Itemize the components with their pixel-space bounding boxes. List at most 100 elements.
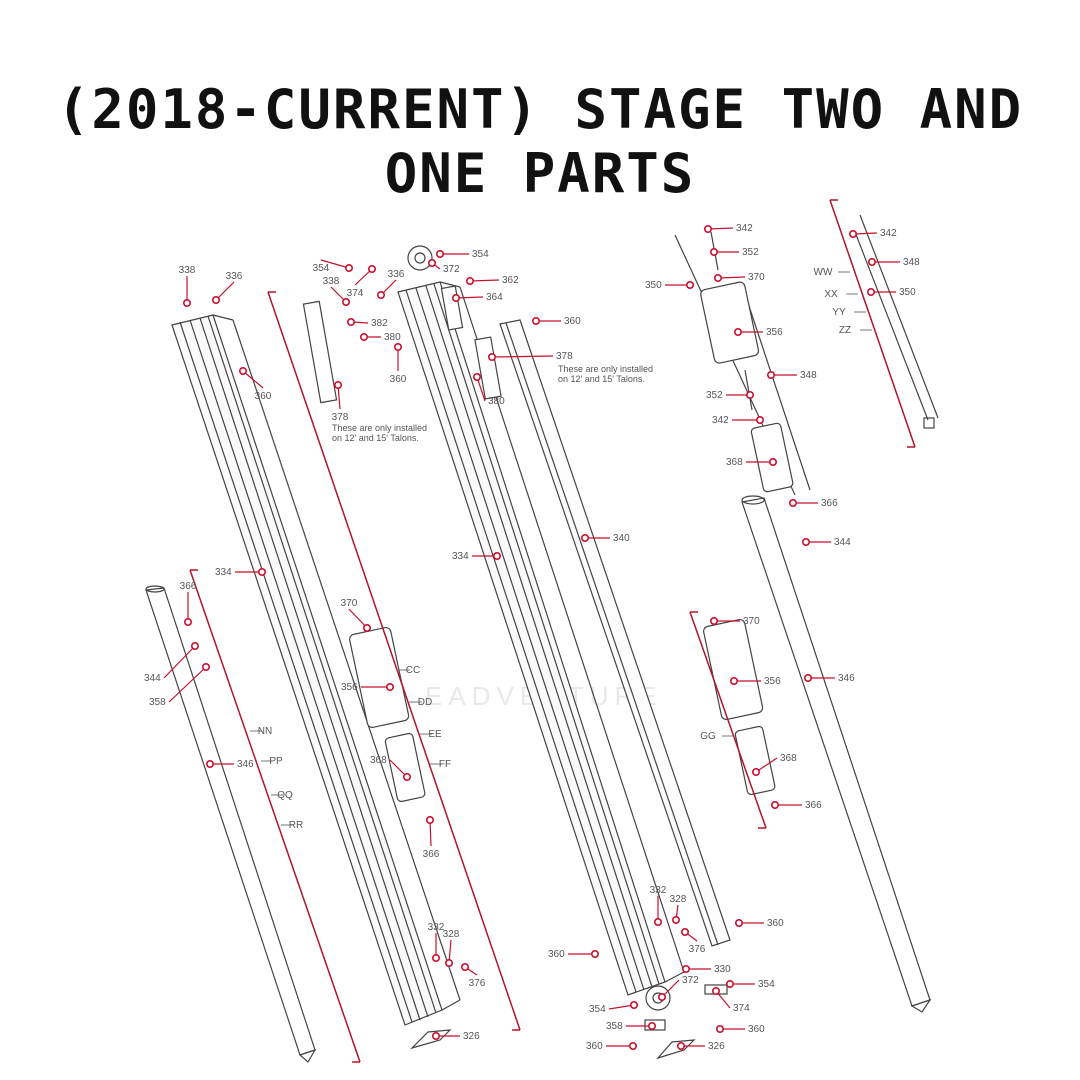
callout-number: 328 (443, 929, 460, 940)
part-callout-344: 344 (801, 537, 851, 548)
part-callout-378: 378 (332, 380, 349, 423)
part-callout-364: 364 (451, 292, 503, 303)
part-callout-336: 336 (212, 271, 243, 304)
part-callout-342: 342 (712, 415, 764, 426)
callout-leader-line (707, 227, 734, 230)
callout-marker-dot (867, 257, 876, 266)
callout-leader-line (348, 608, 368, 629)
callout-number: 354 (472, 249, 489, 260)
callout-number: 360 (548, 949, 565, 960)
part-callout-368: 368 (726, 457, 777, 468)
part-callout-338: 338 (179, 265, 196, 307)
callout-number: 360 (390, 374, 407, 385)
callout-leader-line (242, 370, 264, 389)
callout-marker-dot (647, 1021, 656, 1030)
callout-leader-line (429, 819, 432, 847)
group-label-cc: CC (397, 665, 420, 676)
part-callout-336: 336 (376, 269, 405, 299)
part-callout-330: 330 (681, 964, 731, 975)
callout-number: 382 (371, 318, 388, 329)
callout-marker-dot (709, 616, 718, 625)
callout-number: 354 (589, 1004, 606, 1015)
part-callout-360: 360 (715, 1024, 765, 1035)
callout-number: 364 (486, 292, 503, 303)
callout-leader-line (168, 666, 207, 703)
parts-drawing (145, 214, 939, 1063)
callout-leader-line (476, 376, 486, 402)
callout-number: 348 (903, 257, 920, 268)
callout-marker-dot (725, 979, 734, 988)
callout-number: 368 (780, 753, 797, 764)
part-callout-368: 368 (370, 755, 411, 781)
carriage-left-lower (349, 626, 426, 803)
callout-marker-dot (341, 297, 350, 306)
part-callout-370: 370 (713, 272, 765, 283)
callout-marker-dot (376, 290, 385, 299)
callout-leader-line (455, 296, 484, 299)
callout-number: 346 (237, 759, 254, 770)
callout-marker-dot (713, 273, 722, 282)
callout-marker-dot (472, 372, 481, 381)
tube-left (145, 585, 317, 1063)
callout-marker-dot (766, 370, 775, 379)
callout-marker-dot (803, 673, 812, 682)
callout-marker-dot (685, 280, 694, 289)
callout-number: 376 (689, 944, 706, 955)
callout-marker-dot (671, 915, 680, 924)
callout-leader-line (491, 355, 554, 358)
callout-marker-dot (755, 415, 764, 424)
callout-marker-dot (734, 918, 743, 927)
part-callout-366: 366 (180, 581, 197, 626)
callout-marker-dot (425, 815, 434, 824)
part-callout-356: 356 (341, 682, 394, 693)
part-callout-376: 376 (680, 927, 706, 955)
carriage-right-lower (703, 618, 776, 796)
callout-number: 370 (341, 598, 358, 609)
callout-number: 350 (899, 287, 916, 298)
callout-number: 342 (880, 228, 897, 239)
callout-marker-dot (711, 986, 720, 995)
page-title: (2018-CURRENT) STAGE TWO AND ONE PARTS (0, 78, 1080, 206)
callout-marker-dot (657, 992, 666, 1001)
callout-marker-dot (427, 258, 436, 267)
callout-marker-dot (715, 1025, 724, 1034)
group-letter: FF (439, 759, 451, 770)
callout-marker-dot (393, 342, 402, 351)
callout-number: 336 (388, 269, 405, 280)
callout-marker-dot (729, 676, 738, 685)
callout-marker-dot (703, 225, 712, 234)
group-letter: PP (269, 756, 283, 767)
callout-marker-dot (183, 298, 192, 307)
group-letter: NN (258, 726, 272, 737)
callout-marker-dot (733, 327, 742, 336)
callout-marker-dot (848, 230, 857, 239)
callout-marker-dot (580, 533, 589, 542)
group-letter: EE (428, 729, 442, 740)
group-letter: WW (814, 267, 833, 278)
callout-leader-line (852, 232, 878, 235)
callout-marker-dot (788, 498, 797, 507)
group-label-pp: PP (261, 756, 283, 767)
bracket-left-rail (267, 291, 521, 1031)
part-callout-342: 342 (703, 223, 753, 234)
note-line-1: These are only installed (558, 364, 653, 374)
part-callout-346: 346 (803, 673, 855, 684)
callout-marker-dot (191, 641, 200, 650)
callout-marker-dot (257, 567, 266, 576)
callout-marker-dot (346, 317, 355, 326)
group-letter: XX (824, 289, 838, 300)
callout-marker-dot (451, 293, 460, 302)
group-label-xx: XX (824, 289, 858, 300)
part-callout-366: 366 (770, 800, 822, 811)
callout-number: 360 (586, 1041, 603, 1052)
callout-number: 352 (742, 247, 759, 258)
callout-number: 352 (706, 390, 723, 401)
callout-marker-dot (431, 1032, 440, 1041)
group-letter: ZZ (839, 325, 851, 336)
callout-number: 380 (488, 396, 505, 407)
bracket-left-tube (189, 569, 361, 1063)
